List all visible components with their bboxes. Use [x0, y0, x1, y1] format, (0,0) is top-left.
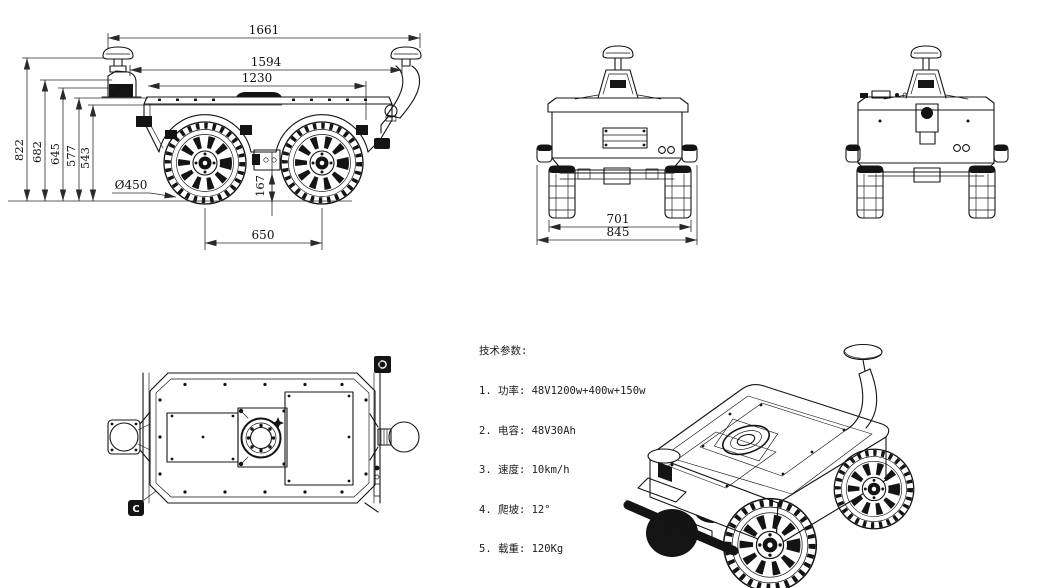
- iso-bumper: [623, 500, 739, 556]
- top-rail-connectors: [364, 465, 381, 513]
- top-view: C: [107, 355, 420, 516]
- datum-marker-c: C: [128, 490, 157, 516]
- dim-822: 822: [12, 139, 26, 161]
- dim-1661: 1661: [249, 23, 280, 37]
- tech-specs: 技术参数: 1. 功率: 48V1200w+400w+150w 2. 电容: 4…: [479, 319, 645, 570]
- tech-specs-title: 技术参数:: [479, 345, 528, 358]
- rear-dimensions: 701 845: [536, 165, 698, 245]
- iso-flange: [714, 418, 778, 462]
- side-chassis: [136, 92, 393, 171]
- front-right-wheel: [968, 165, 996, 219]
- gps-antenna-right-icon: [380, 46, 422, 134]
- side-front-wheel: [164, 122, 246, 204]
- iso-antenna-right-icon: [843, 343, 883, 431]
- front-left-wheel: [856, 165, 884, 219]
- rear-fender: [275, 114, 369, 153]
- top-deck-screws: [158, 382, 368, 494]
- dim-645: 645: [48, 143, 62, 165]
- front-body: [845, 90, 1009, 183]
- rear-left-wheel: [548, 165, 576, 219]
- iso-antenna-left-icon: [637, 448, 687, 503]
- top-panel-right: [284, 391, 354, 486]
- top-antenna-right-icon: [369, 413, 420, 461]
- side-view: 1661 1594 1230 822 682 645 577 543: [8, 23, 422, 250]
- dim-167: 167: [253, 175, 267, 197]
- dim-wheel-diameter: Ø450: [115, 178, 148, 192]
- deck-handle: [236, 92, 282, 97]
- front-view: [845, 45, 1009, 219]
- side-rear-wheel: [281, 122, 363, 204]
- tow-ball: [384, 104, 398, 118]
- top-center-flange: [237, 407, 288, 468]
- dim-845: 845: [607, 225, 630, 239]
- tech-spec-power: 1. 功率: 48V1200w+400w+150w: [479, 385, 646, 398]
- sensor-marker-icon: [374, 355, 391, 374]
- side-dimensions: 1661 1594 1230 822 682 645 577 543: [8, 23, 421, 250]
- iso-rear-wheel: [834, 449, 914, 529]
- flange-gear: [272, 417, 284, 429]
- rear-right-wheel: [664, 165, 692, 219]
- tech-spec-payload: 5. 载重: 120Kg: [479, 543, 564, 556]
- isometric-view: [623, 343, 914, 588]
- dim-701: 701: [607, 212, 630, 226]
- tech-spec-battery: 2. 电容: 48V30Ah: [479, 424, 576, 437]
- front-antenna-icon: [883, 45, 969, 100]
- top-antenna-left-icon: [107, 411, 151, 463]
- dim-543: 543: [78, 147, 92, 169]
- top-deck-outline: [149, 372, 376, 504]
- gps-antenna-left-icon: [101, 46, 142, 98]
- dim-1594: 1594: [251, 55, 282, 69]
- dim-577: 577: [64, 145, 78, 167]
- dim-682: 682: [30, 141, 44, 163]
- rear-view: 701 845: [536, 45, 698, 245]
- dim-1230: 1230: [242, 71, 273, 85]
- datum-label: C: [132, 504, 139, 515]
- dim-650: 650: [252, 228, 275, 242]
- tech-spec-climb: 4. 爬坡: 12°: [479, 503, 551, 516]
- rear-antenna-icon: [574, 45, 662, 100]
- tech-spec-speed: 3. 速度: 10km/h: [479, 464, 570, 477]
- deck-screws: [158, 98, 367, 101]
